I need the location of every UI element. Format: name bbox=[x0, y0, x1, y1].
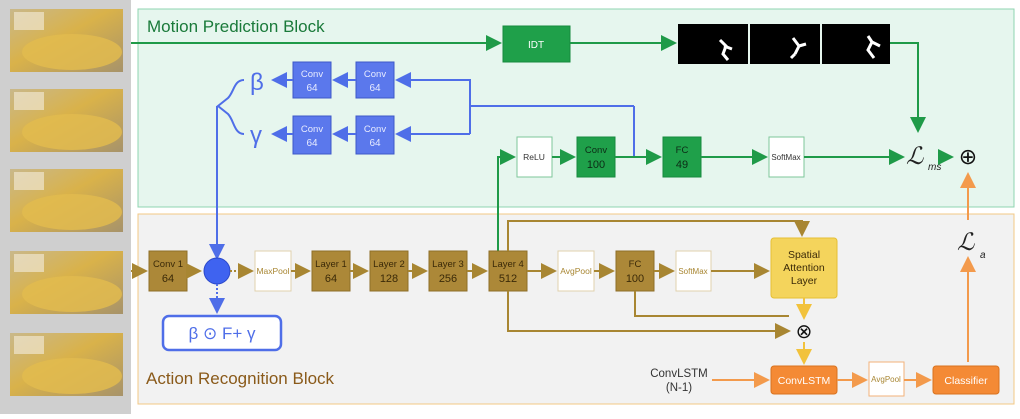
svg-text:64: 64 bbox=[369, 83, 381, 94]
video-frame bbox=[10, 169, 123, 232]
svg-text:β ⊙ F+ γ: β ⊙ F+ γ bbox=[188, 324, 256, 343]
video-frame bbox=[10, 89, 123, 152]
avgpool2-node: AvgPool bbox=[868, 361, 905, 397]
conv-beta-1: Conv 64 bbox=[292, 61, 332, 99]
oplus-symbol: ⊕ bbox=[959, 144, 977, 169]
motion-map bbox=[678, 24, 748, 64]
relu-node: ReLU bbox=[516, 136, 553, 178]
gamma-symbol: γ bbox=[250, 122, 262, 149]
avgpool-node: AvgPool bbox=[557, 250, 595, 292]
fc100-node: FC 100 bbox=[615, 250, 655, 292]
convlstm-node: ConvLSTM bbox=[770, 365, 838, 395]
video-frame bbox=[10, 333, 123, 396]
conv-gamma-1: Conv 64 bbox=[292, 115, 332, 155]
motion-map bbox=[750, 24, 820, 64]
layer2-node: Layer 2 128 bbox=[369, 250, 409, 292]
input-frames bbox=[0, 0, 131, 414]
svg-text:100: 100 bbox=[587, 159, 605, 171]
svg-text:Layer 2: Layer 2 bbox=[373, 259, 405, 270]
otimes-symbol: ⊗ bbox=[796, 321, 813, 343]
action-block bbox=[137, 213, 1015, 405]
svg-text:ℒ: ℒ bbox=[957, 229, 975, 256]
svg-text:49: 49 bbox=[676, 159, 688, 171]
svg-text:Classifier: Classifier bbox=[944, 375, 988, 387]
softmax-motion-node: SoftMax bbox=[768, 136, 805, 178]
svg-text:(N-1): (N-1) bbox=[666, 382, 692, 394]
svg-text:64: 64 bbox=[306, 83, 318, 94]
svg-text:ℒ: ℒ bbox=[906, 143, 924, 170]
beta-symbol: β bbox=[250, 69, 264, 96]
motion-block-title: Motion Prediction Block bbox=[147, 17, 325, 36]
svg-text:64: 64 bbox=[325, 273, 337, 285]
svg-text:256: 256 bbox=[439, 273, 457, 285]
svg-text:Conv: Conv bbox=[364, 69, 386, 80]
softmax-action-node: SoftMax bbox=[675, 250, 712, 292]
svg-text:64: 64 bbox=[369, 138, 381, 149]
svg-text:Spatial: Spatial bbox=[788, 249, 820, 261]
conv1-node: Conv 1 64 bbox=[148, 250, 188, 292]
maxpool-node: MaxPool bbox=[254, 250, 292, 292]
loss-ms: ℒ ms bbox=[906, 143, 941, 173]
svg-text:a: a bbox=[980, 250, 986, 261]
svg-text:ConvLSTM: ConvLSTM bbox=[778, 375, 831, 387]
svg-text:AvgPool: AvgPool bbox=[871, 375, 901, 384]
loss-a: ℒ a bbox=[957, 229, 986, 261]
svg-text:Layer 3: Layer 3 bbox=[432, 259, 464, 270]
motion-maps bbox=[678, 24, 890, 64]
svg-text:512: 512 bbox=[499, 273, 517, 285]
idt-label: IDT bbox=[528, 40, 544, 51]
svg-text:Conv 1: Conv 1 bbox=[153, 259, 183, 270]
svg-text:SoftMax: SoftMax bbox=[771, 153, 800, 162]
svg-text:Layer 1: Layer 1 bbox=[315, 259, 347, 270]
conv-beta-2: Conv 64 bbox=[355, 61, 395, 99]
svg-text:Conv: Conv bbox=[585, 145, 607, 156]
svg-text:Layer 4: Layer 4 bbox=[492, 259, 524, 270]
svg-text:128: 128 bbox=[380, 273, 398, 285]
svg-text:ConvLSTM: ConvLSTM bbox=[650, 368, 708, 380]
svg-text:64: 64 bbox=[306, 138, 318, 149]
layer1-node: Layer 1 64 bbox=[311, 250, 351, 292]
svg-text:64: 64 bbox=[162, 273, 174, 285]
svg-text:FC: FC bbox=[629, 259, 642, 270]
classifier-node: Classifier bbox=[932, 365, 1000, 395]
fc49-node: FC 49 bbox=[662, 136, 702, 178]
svg-text:ms: ms bbox=[928, 162, 941, 173]
svg-text:Attention: Attention bbox=[783, 262, 825, 274]
svg-text:MaxPool: MaxPool bbox=[256, 266, 289, 276]
film-modulation-node bbox=[203, 257, 231, 285]
svg-text:100: 100 bbox=[626, 273, 644, 285]
film-formula: β ⊙ F+ γ bbox=[161, 314, 283, 352]
svg-text:AvgPool: AvgPool bbox=[560, 266, 592, 276]
svg-text:Conv: Conv bbox=[301, 69, 323, 80]
svg-text:ReLU: ReLU bbox=[523, 152, 545, 162]
action-block-title: Action Recognition Block bbox=[146, 369, 335, 388]
layer3-node: Layer 3 256 bbox=[428, 250, 468, 292]
svg-text:Layer: Layer bbox=[791, 275, 818, 287]
spatial-attention-node: Spatial Attention Layer bbox=[770, 237, 838, 299]
convlstm-prev-input: ConvLSTM (N-1) bbox=[650, 368, 708, 394]
video-frame bbox=[10, 251, 123, 314]
svg-text:SoftMax: SoftMax bbox=[678, 267, 707, 276]
svg-text:Conv: Conv bbox=[301, 124, 323, 135]
motion-map bbox=[822, 24, 890, 64]
svg-text:FC: FC bbox=[676, 145, 689, 156]
conv-gamma-2: Conv 64 bbox=[355, 115, 395, 155]
svg-text:Conv: Conv bbox=[364, 124, 386, 135]
conv100-node: Conv 100 bbox=[576, 136, 616, 178]
idt-node bbox=[502, 25, 571, 63]
video-frame bbox=[10, 9, 123, 72]
layer4-node: Layer 4 512 bbox=[488, 250, 528, 292]
